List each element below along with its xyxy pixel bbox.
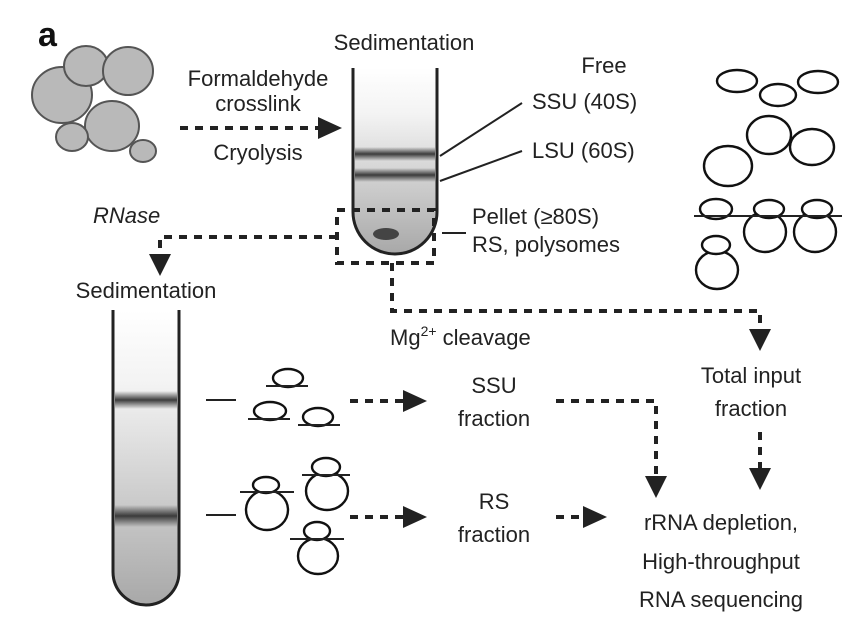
ssu-leader-line xyxy=(439,102,523,157)
ssu-label: SSU xyxy=(471,373,516,398)
free-label: Free xyxy=(581,53,626,78)
crosslink-label: crosslink xyxy=(215,91,302,116)
ssu-to-depletion-arrow xyxy=(556,399,658,478)
mg-label: Mg xyxy=(390,325,421,350)
sedimentation-top-label: Sedimentation xyxy=(334,30,475,55)
rnase-arrow xyxy=(158,235,337,255)
rs-label: RS xyxy=(479,489,510,514)
formaldehyde-label: Formaldehyde xyxy=(188,66,329,91)
rs-polysomes-label: RS, polysomes xyxy=(472,232,620,257)
ssu-40s-label: SSU (40S) xyxy=(532,89,637,114)
arrow-head-icon xyxy=(318,117,342,139)
polysome-icon xyxy=(694,197,842,291)
ssu-ribosomes-icon xyxy=(248,367,340,428)
lsu-leader-line xyxy=(439,150,523,182)
top-centrifuge-tube xyxy=(351,68,439,256)
ssu-fraction-label: fraction xyxy=(458,406,530,431)
cryolysis-label: Cryolysis xyxy=(213,140,302,165)
sedimentation-left-label: Sedimentation xyxy=(76,278,217,303)
panel-label: a xyxy=(38,16,58,54)
mg-charge-label: 2+ xyxy=(421,323,437,339)
total-input-label: Total input xyxy=(701,363,801,388)
pellet-dot xyxy=(373,228,399,240)
arrow-head-icon xyxy=(583,506,607,528)
rnase-label: RNase xyxy=(93,203,160,228)
rs-fraction-label: fraction xyxy=(458,522,530,547)
arrow-head-icon xyxy=(149,254,171,276)
pellet-label: Pellet (≥80S) xyxy=(472,204,599,229)
rs-ribosomes-icon xyxy=(240,456,350,576)
total-fraction-label: fraction xyxy=(715,396,787,421)
rna-sequencing-label: RNA sequencing xyxy=(639,587,803,612)
arrow-head-icon xyxy=(403,390,427,412)
free-subunits-icon xyxy=(702,68,840,188)
cleavage-label: cleavage xyxy=(437,325,531,350)
mg-cleavage-label: Mg2+ cleavage xyxy=(390,323,531,350)
arrow-head-icon xyxy=(749,329,771,351)
mg-cleavage-arrow xyxy=(390,263,762,330)
arrow-head-icon xyxy=(645,476,667,498)
lsu-60s-label: LSU (60S) xyxy=(532,138,635,163)
left-centrifuge-tube xyxy=(111,310,181,607)
yeast-cells-icon xyxy=(31,45,157,163)
arrow-head-icon xyxy=(403,506,427,528)
arrow-head-icon xyxy=(749,468,771,490)
rrna-depletion-label: rRNA depletion, xyxy=(644,510,798,535)
high-throughput-label: High-throughput xyxy=(642,549,800,574)
